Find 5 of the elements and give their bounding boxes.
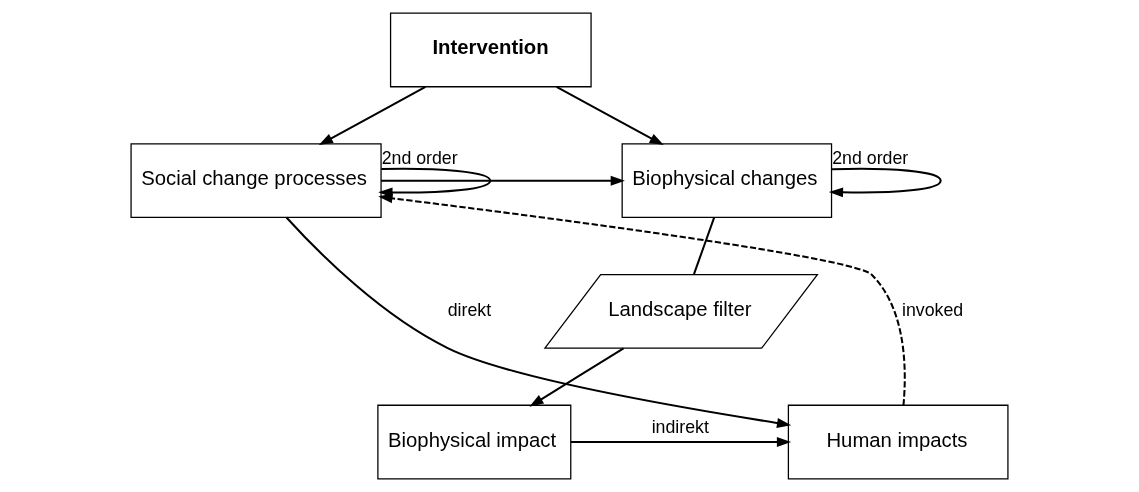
edge-label: direkt	[447, 300, 492, 321]
edge-label: 2nd order	[832, 148, 909, 169]
edge-label: indirekt	[651, 417, 709, 438]
edge-label: invoked	[901, 300, 964, 321]
edge-label: 2nd order	[381, 148, 458, 169]
